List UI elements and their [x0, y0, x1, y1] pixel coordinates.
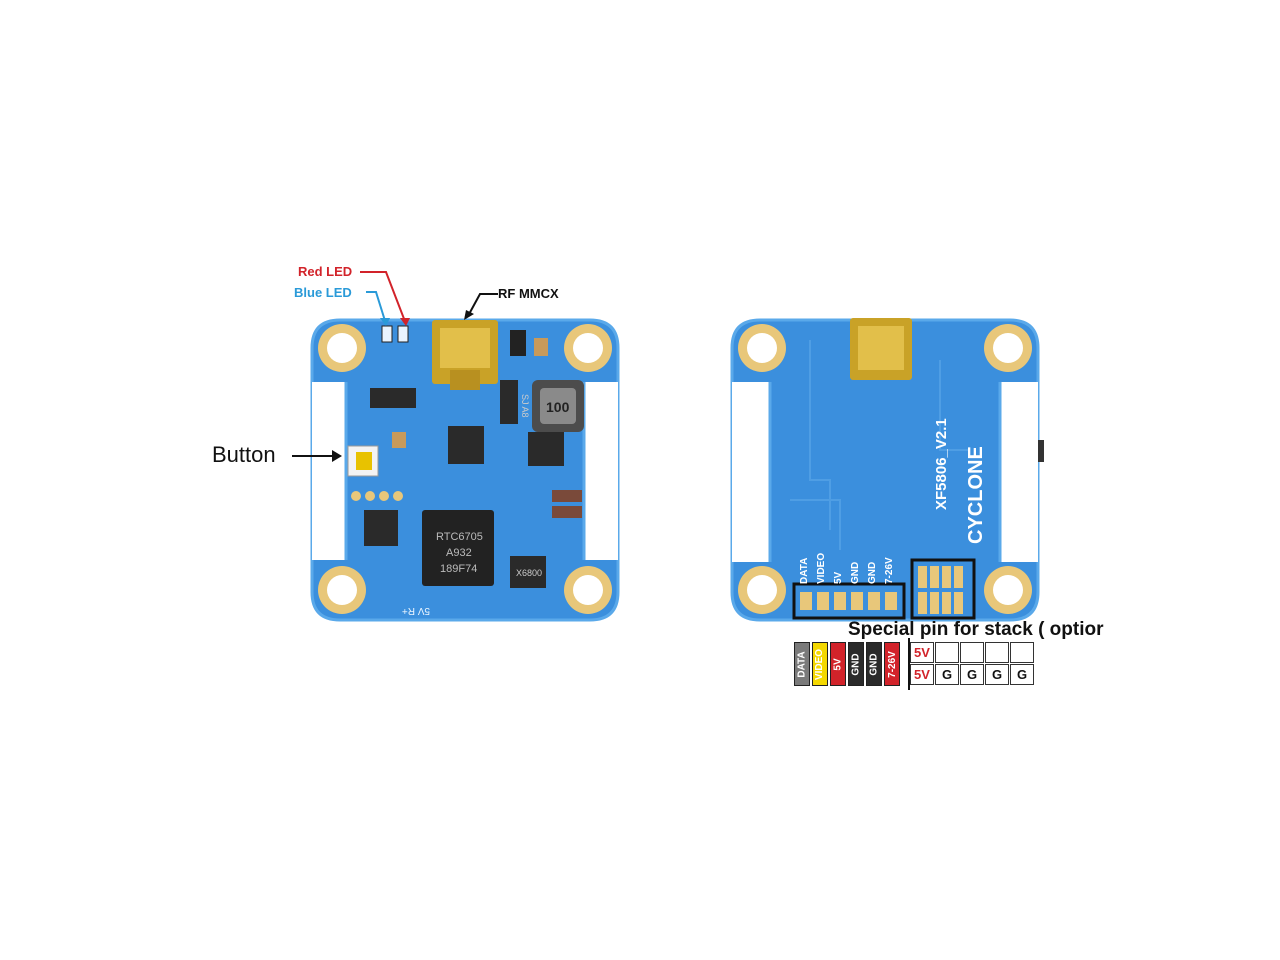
legend-divider — [908, 638, 910, 690]
small-chip-label: SJ A8 — [520, 394, 530, 418]
stack-grid-cell: 5V — [910, 642, 934, 663]
pin-label-gnd: GND — [867, 561, 878, 584]
mounting-hole — [738, 566, 786, 614]
pin-label-gnd: GND — [850, 561, 861, 584]
inductor-label: 100 — [546, 399, 570, 415]
silk-bottom: 5V R+ — [402, 605, 430, 616]
pin-legend-cell: 5V — [830, 642, 846, 686]
stack-grid-cell — [1010, 642, 1034, 663]
stack-grid-cell: G — [985, 664, 1009, 685]
special-pin-heading: Special pin for stack ( optior — [848, 619, 1104, 640]
pin-legend-text: 7-26V — [886, 650, 898, 678]
stack-grid-cell — [985, 642, 1009, 663]
pin-legend-text: GND — [850, 652, 862, 676]
mounting-hole — [564, 566, 612, 614]
stack-grid-cell — [960, 642, 984, 663]
stack-pad-box — [910, 558, 976, 620]
main-chip — [422, 510, 494, 586]
stack-grid-cell: G — [1010, 664, 1034, 685]
button-label: Button — [212, 442, 276, 467]
pin-legend-text: GND — [868, 652, 880, 676]
pin-legend-text: 5V — [832, 657, 844, 671]
pin-legend-cell: VIDEO — [812, 642, 828, 686]
blue-led-label: Blue LED — [294, 285, 352, 300]
brand-label: CYCLONE — [965, 446, 987, 544]
pin-legend-cell: DATA — [794, 642, 810, 686]
main-chip-label: RTC6705 — [436, 531, 483, 543]
stack-grid-cell — [935, 642, 959, 663]
main-chip-label: 189F74 — [440, 563, 477, 575]
pin-label-5v: 5V — [833, 571, 844, 584]
small-chip-label: X6800 — [516, 568, 542, 578]
mmcx-connector — [432, 320, 498, 390]
mounting-hole — [318, 566, 366, 614]
red-led — [397, 325, 409, 343]
pin-legend-text: VIDEO — [814, 648, 826, 680]
front-board: RTC6705 A932 189F74 100 SJ A8 X6800 5V R… — [310, 318, 620, 622]
back-board: XF5806_V2.1 CYCLONE — [730, 318, 1044, 622]
stack-grid-cell: 5V — [910, 664, 934, 685]
mounting-hole — [738, 324, 786, 372]
main-chip-label: A932 — [446, 547, 472, 559]
pin-label-data: DATA — [799, 557, 810, 584]
mounting-hole — [984, 324, 1032, 372]
mounting-hole — [564, 324, 612, 372]
pin-label-7-26v: 7-26V — [884, 557, 895, 584]
blue-led — [381, 325, 393, 343]
mounting-hole — [318, 324, 366, 372]
stack-grid-cell: G — [960, 664, 984, 685]
mounting-hole — [984, 566, 1032, 614]
pin-legend-cell: GND — [866, 642, 882, 686]
pin-legend-cell: 7-26V — [884, 642, 900, 686]
front-callouts — [292, 271, 498, 462]
pin-legend-text: DATA — [796, 650, 808, 678]
pin-header-box — [792, 582, 906, 620]
pin-legend: DATA VIDEO 5V GND GND 7-26V — [794, 642, 906, 688]
model-label: XF5806_V2.1 — [933, 418, 950, 510]
rf-mmcx-label: RF MMCX — [498, 286, 559, 301]
stack-grid-cell: G — [935, 664, 959, 685]
pin-label-video: VIDEO — [816, 552, 827, 584]
red-led-label: Red LED — [298, 264, 353, 279]
pin-legend-cell: GND — [848, 642, 864, 686]
